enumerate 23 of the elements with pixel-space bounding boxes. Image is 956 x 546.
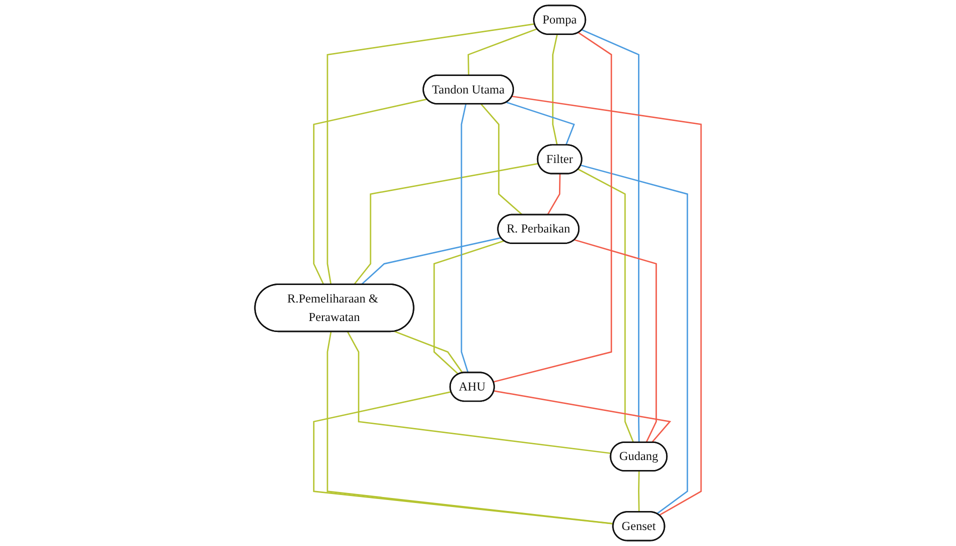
connector bbox=[638, 471, 640, 512]
connector bbox=[326, 332, 614, 524]
connector bbox=[574, 239, 657, 443]
connector bbox=[582, 29, 640, 442]
connector bbox=[313, 98, 428, 285]
connector bbox=[326, 23, 535, 285]
connector bbox=[493, 32, 612, 383]
connector bbox=[360, 237, 502, 286]
connector bbox=[468, 28, 538, 76]
connector bbox=[506, 102, 575, 146]
connector bbox=[394, 330, 464, 374]
connector bbox=[460, 104, 469, 373]
connector bbox=[578, 168, 634, 443]
connector bbox=[546, 174, 561, 216]
connector bbox=[313, 391, 614, 524]
connector bbox=[552, 34, 558, 146]
connector bbox=[353, 162, 539, 286]
connector bbox=[580, 164, 688, 514]
connector bbox=[494, 390, 672, 443]
connector bbox=[433, 240, 504, 375]
connector bbox=[347, 331, 612, 454]
connector bbox=[480, 104, 523, 216]
connector bbox=[512, 96, 702, 516]
